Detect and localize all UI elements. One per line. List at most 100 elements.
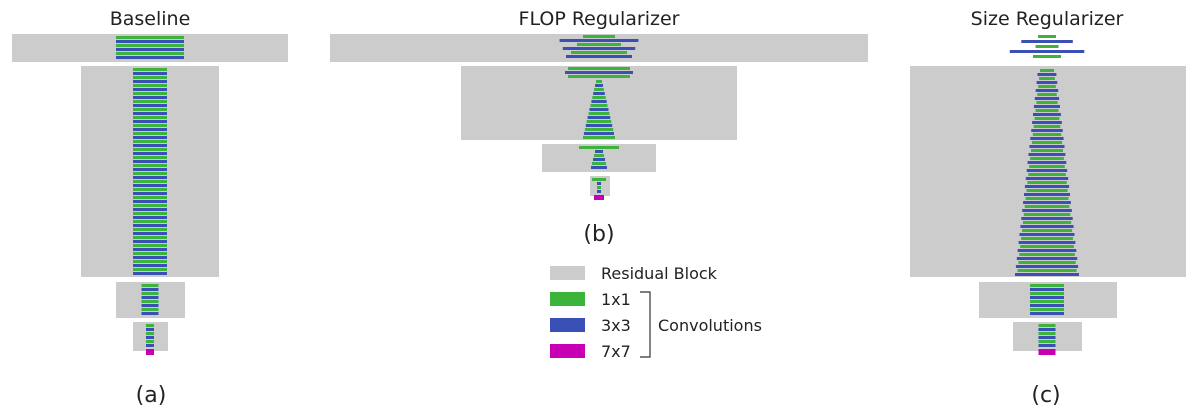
conv-1x1-bar <box>1038 324 1056 327</box>
conv-3x3-bar <box>133 208 167 211</box>
conv-1x1-bar <box>1032 133 1062 136</box>
conv-1x1-bar <box>133 196 167 199</box>
conv-1x1-bar <box>1029 165 1065 168</box>
conv-7x7-bar <box>594 195 604 200</box>
conv-3x3-bar <box>133 152 167 155</box>
conv-3x3-bar <box>116 48 184 51</box>
conv-1x1-bar <box>588 112 610 115</box>
conv-3x3-bar <box>593 92 605 95</box>
conv-3x3-bar <box>1033 113 1061 116</box>
conv-3x3-bar <box>116 40 184 43</box>
conv-1x1-bar <box>592 178 606 181</box>
conv-3x3-bar <box>1038 344 1056 347</box>
conv-3x3-bar <box>595 150 603 153</box>
conv-1x1-bar <box>592 96 606 99</box>
conv-1x1-bar <box>1035 109 1059 112</box>
panel-c-conv-layers <box>1009 35 1085 355</box>
conv-3x3-bar <box>141 304 159 307</box>
conv-1x1-bar <box>1037 93 1057 96</box>
conv-3x3-bar <box>146 344 154 347</box>
conv-3x3-bar <box>133 136 167 139</box>
conv-1x1-bar <box>579 146 619 149</box>
conv-3x3-bar <box>133 176 167 179</box>
conv-1x1-bar <box>590 104 608 107</box>
conv-1x1-bar <box>116 44 184 47</box>
conv-1x1-bar <box>583 136 615 139</box>
conv-3x3-bar <box>566 55 632 58</box>
conv-3x3-bar <box>1038 336 1056 339</box>
conv-1x1-bar <box>1024 205 1070 208</box>
legend-swatch-3x3 <box>550 318 585 332</box>
conv-3x3-bar <box>1038 328 1056 331</box>
conv-1x1-bar <box>1038 35 1056 38</box>
conv-1x1-bar <box>133 100 167 103</box>
conv-1x1-bar <box>571 51 627 54</box>
legend-label-residual: Residual Block <box>601 264 718 283</box>
conv-1x1-bar <box>133 116 167 119</box>
legend-swatch-1x1 <box>550 292 585 306</box>
conv-1x1-bar <box>1030 157 1064 160</box>
conv-3x3-bar <box>116 56 184 59</box>
conv-1x1-bar <box>133 212 167 215</box>
conv-3x3-bar <box>133 80 167 83</box>
conv-1x1-bar <box>1034 117 1060 120</box>
conv-1x1-bar <box>116 52 184 55</box>
conv-1x1-bar <box>568 67 630 70</box>
conv-1x1-bar <box>1028 173 1066 176</box>
conv-3x3-bar <box>133 264 167 267</box>
conv-1x1-bar <box>1023 213 1071 216</box>
conv-3x3-bar <box>1031 129 1063 132</box>
conv-3x3-bar <box>133 224 167 227</box>
legend-swatch-residual <box>550 266 585 280</box>
conv-1x1-bar <box>1031 149 1063 152</box>
conv-3x3-bar <box>133 120 167 123</box>
conv-3x3-bar <box>1030 296 1064 299</box>
conv-1x1-bar <box>133 204 167 207</box>
conv-1x1-bar <box>1027 181 1067 184</box>
legend-label-1x1: 1x1 <box>601 290 631 309</box>
conv-3x3-bar <box>1022 209 1072 212</box>
conv-7x7-bar <box>1038 349 1056 355</box>
conv-1x1-bar <box>133 156 167 159</box>
conv-3x3-bar <box>141 288 159 291</box>
conv-1x1-bar <box>1038 332 1056 335</box>
conv-3x3-bar <box>1030 304 1064 307</box>
panel-c-title: Size Regularizer <box>971 8 1124 30</box>
conv-3x3-bar <box>1017 249 1077 252</box>
conv-1x1-bar <box>1030 284 1064 287</box>
conv-1x1-bar <box>133 76 167 79</box>
conv-1x1-bar <box>1022 229 1073 232</box>
conv-3x3-bar <box>1016 257 1078 260</box>
panel-a-title: Baseline <box>110 8 191 30</box>
conv-3x3-bar <box>559 39 639 42</box>
conv-1x1-bar <box>1040 69 1054 72</box>
conv-1x1-bar <box>1033 125 1061 128</box>
conv-3x3-bar <box>1026 169 1068 172</box>
conv-3x3-bar <box>585 124 613 127</box>
conv-3x3-bar <box>133 160 167 163</box>
conv-1x1-bar <box>141 308 159 311</box>
conv-1x1-bar <box>133 220 167 223</box>
conv-3x3-bar <box>593 158 605 161</box>
conv-3x3-bar <box>133 96 167 99</box>
panel-c-label: (c) <box>1031 383 1060 408</box>
conv-1x1-bar <box>133 188 167 191</box>
conv-1x1-bar <box>133 252 167 255</box>
conv-1x1-bar <box>586 120 612 123</box>
conv-1x1-bar <box>133 260 167 263</box>
conv-3x3-bar <box>1009 50 1085 53</box>
conv-1x1-bar <box>1021 237 1073 240</box>
conv-3x3-bar <box>133 272 167 275</box>
conv-3x3-bar <box>133 256 167 259</box>
conv-1x1-bar <box>133 140 167 143</box>
conv-3x3-bar <box>1037 73 1057 76</box>
panel-a-conv-layers <box>116 36 184 355</box>
conv-1x1-bar <box>1031 141 1063 144</box>
conv-1x1-bar <box>146 324 154 327</box>
conv-3x3-bar <box>1034 97 1060 100</box>
conv-1x1-bar <box>1039 77 1055 80</box>
conv-3x3-bar <box>1024 193 1070 196</box>
conv-1x1-bar <box>133 236 167 239</box>
conv-3x3-bar <box>133 88 167 91</box>
conv-1x1-bar <box>1019 253 1075 256</box>
